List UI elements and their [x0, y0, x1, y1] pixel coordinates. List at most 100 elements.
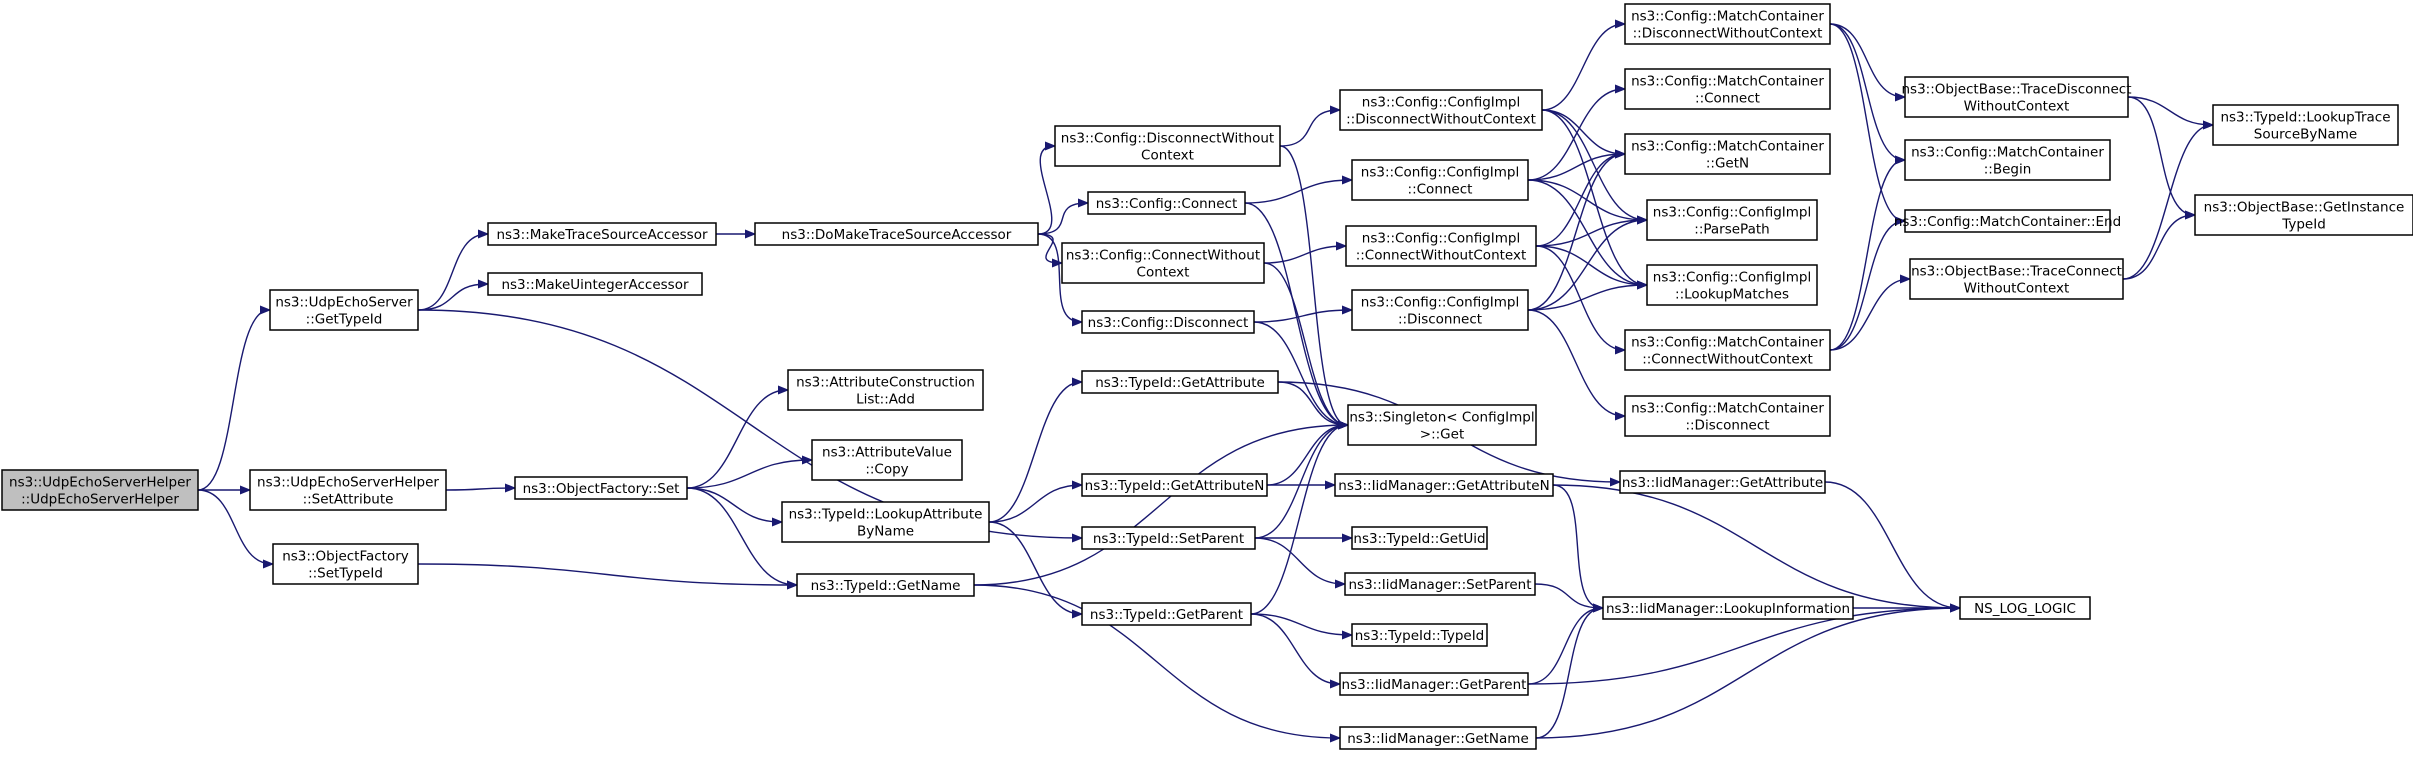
graph-node[interactable]: ns3::Config::Connect [1087, 191, 1246, 215]
graph-node[interactable]: ns3::ObjectFactory::SetTypeId [272, 543, 419, 585]
edge-n7-to-n14 [1037, 233, 1061, 263]
node-label: ns3::Config::ConfigImpl [1361, 165, 1519, 181]
node-box [487, 272, 703, 296]
edge-n15-to-n24 [1253, 321, 1347, 425]
graph-node[interactable]: ns3::DoMakeTraceSourceAccessor [754, 222, 1039, 246]
node-box [1351, 159, 1529, 201]
node-box [487, 222, 717, 246]
node-label: ns3::TypeId::GetName [811, 578, 961, 594]
edge-n21-to-n33 [1527, 154, 1624, 181]
graph-node[interactable]: ns3::Config::MatchContainer::Connect [1624, 68, 1831, 110]
node-label: ns3::TypeId::GetUid [1353, 531, 1485, 547]
edge-n16-to-n24 [1277, 381, 1347, 425]
edge-n22-to-n33 [1535, 154, 1624, 247]
node-box [272, 543, 419, 585]
edge-n29-to-n39 [1527, 608, 1602, 685]
edge-n14-to-n24 [1263, 262, 1347, 425]
graph-node[interactable]: ns3::Config::Disconnect [1081, 310, 1255, 334]
edge-n15-to-n23 [1253, 310, 1351, 323]
graph-node[interactable]: ns3::ObjectFactory::Set [514, 476, 688, 500]
node-box [1344, 572, 1536, 596]
node-box [1624, 133, 1831, 175]
node-label: WithoutContext [1964, 99, 2070, 115]
graph-node[interactable]: ns3::UdpEchoServer::GetTypeId [269, 289, 419, 331]
node-label: ns3::MakeUintegerAccessor [501, 277, 689, 293]
graph-node[interactable]: ns3::TypeId::TypeId [1351, 623, 1488, 647]
graph-node[interactable]: ns3::Config::MatchContainer::GetN [1624, 133, 1831, 175]
graph-node[interactable]: ns3::Config::MatchContainer::DisconnectW… [1624, 3, 1831, 45]
edge-n21-to-n35 [1527, 179, 1646, 285]
edge-n27-to-n39 [1534, 583, 1602, 608]
edge-n22-to-n34 [1535, 220, 1646, 247]
graph-node[interactable]: ns3::TypeId::GetAttribute [1081, 370, 1279, 394]
edge-n18-to-n27 [1254, 537, 1344, 584]
graph-node[interactable]: ns3::Config::DisconnectWithoutContext [1054, 125, 1281, 167]
node-box [1624, 3, 1831, 45]
node-label: >::Get [1420, 427, 1464, 443]
graph-node[interactable]: ns3::Config::MatchContainer::Disconnect [1624, 395, 1831, 437]
edge-n12-to-n24 [1279, 145, 1347, 425]
graph-node[interactable]: ns3::ObjectBase::TraceConnectWithoutCont… [1909, 258, 2124, 300]
graph-node[interactable]: ns3::Config::ConfigImpl::DisconnectWitho… [1339, 89, 1543, 131]
graph-node[interactable]: ns3::TypeId::GetParent [1081, 602, 1252, 626]
edge-n6-to-n9 [686, 460, 811, 489]
graph-node[interactable]: ns3::IidManager::SetParent [1344, 572, 1536, 596]
edge-n29-to-n44 [1527, 608, 1959, 685]
node-label: ns3::TypeId::GetAttribute [1095, 375, 1265, 391]
edge-n40-to-n45 [2127, 96, 2212, 125]
graph-node[interactable]: ns3::IidManager::GetAttribute [1619, 470, 1826, 494]
graph-node[interactable]: ns3::UdpEchoServerHelper::UdpEchoServerH… [1, 469, 199, 511]
edge-n7-to-n15 [1037, 233, 1081, 322]
node-box [1904, 76, 2129, 118]
graph-node[interactable]: ns3::IidManager::GetParent [1339, 672, 1529, 696]
graph-node[interactable]: NS_LOG_LOGIC [1959, 596, 2091, 620]
node-label: ::DisconnectWithoutContext [1346, 112, 1536, 128]
graph-node[interactable]: ns3::IidManager::GetName [1339, 726, 1537, 750]
edge-n23-to-n34 [1527, 220, 1646, 311]
graph-node[interactable]: ns3::Config::MatchContainer::Begin [1904, 139, 2111, 181]
edge-n1-to-n4 [417, 234, 487, 311]
node-box [1081, 526, 1256, 550]
edge-n36-to-n42 [1829, 221, 1904, 351]
node-label: ns3::IidManager::SetParent [1349, 577, 1532, 593]
graph-node[interactable]: ns3::Config::MatchContainer::End [1894, 209, 2121, 233]
graph-node[interactable]: ns3::ObjectBase::TraceDisconnectWithoutC… [1901, 76, 2132, 118]
graph-node[interactable]: ns3::TypeId::GetName [796, 573, 975, 597]
node-label: ns3::UdpEchoServerHelper [257, 475, 439, 491]
edge-n30-to-n39 [1535, 608, 1602, 739]
edge-n6-to-n10 [686, 487, 781, 522]
graph-node[interactable]: ns3::Config::ConnectWithoutContext [1061, 242, 1265, 284]
graph-node[interactable]: ns3::MakeUintegerAccessor [487, 272, 703, 296]
edge-n25-to-n39 [1552, 484, 1602, 608]
graph-node[interactable]: ns3::Config::ConfigImpl::Disconnect [1351, 289, 1529, 331]
graph-node[interactable]: ns3::Config::ConfigImpl::LookupMatches [1646, 264, 1818, 306]
edge-n7-to-n13 [1037, 203, 1087, 235]
edges-layer [197, 24, 2212, 739]
node-label: ns3::Config::ConnectWithout [1066, 248, 1260, 264]
node-label: ::Begin [1984, 162, 2032, 178]
graph-node[interactable]: ns3::IidManager::LookupInformation [1602, 596, 1854, 620]
node-box [1081, 310, 1255, 334]
graph-node[interactable]: ns3::Config::ConfigImpl::Connect [1351, 159, 1529, 201]
graph-node[interactable]: ns3::Config::ConfigImpl::ConnectWithoutC… [1345, 225, 1537, 267]
graph-node[interactable]: ns3::TypeId::SetParent [1081, 526, 1256, 550]
graph-node[interactable]: ns3::Config::MatchContainer::ConnectWith… [1624, 329, 1831, 371]
graph-node[interactable]: ns3::Singleton< ConfigImpl >::Get [1347, 404, 1537, 446]
edge-n12-to-n20 [1279, 110, 1339, 147]
node-label: ns3::MakeTraceSourceAccessor [496, 227, 707, 243]
graph-node[interactable]: ns3::MakeTraceSourceAccessor [487, 222, 717, 246]
node-label: ns3::ObjectBase::TraceConnect [1911, 264, 2122, 280]
graph-node[interactable]: ns3::IidManager::GetAttributeN [1334, 473, 1554, 497]
edge-n10-to-n19 [988, 521, 1081, 614]
node-label: ns3::Config::MatchContainer [1631, 74, 1824, 90]
node-box [2194, 194, 2413, 236]
graph-node[interactable]: ns3::TypeId::GetUid [1351, 526, 1488, 550]
graph-node[interactable]: ns3::AttributeValue::Copy [811, 439, 963, 481]
graph-node[interactable]: ns3::UdpEchoServerHelper::SetAttribute [249, 469, 447, 511]
graph-node[interactable]: ns3::TypeId::GetAttributeN [1081, 473, 1268, 497]
graph-node[interactable]: ns3::Config::ConfigImpl::ParsePath [1646, 199, 1818, 241]
